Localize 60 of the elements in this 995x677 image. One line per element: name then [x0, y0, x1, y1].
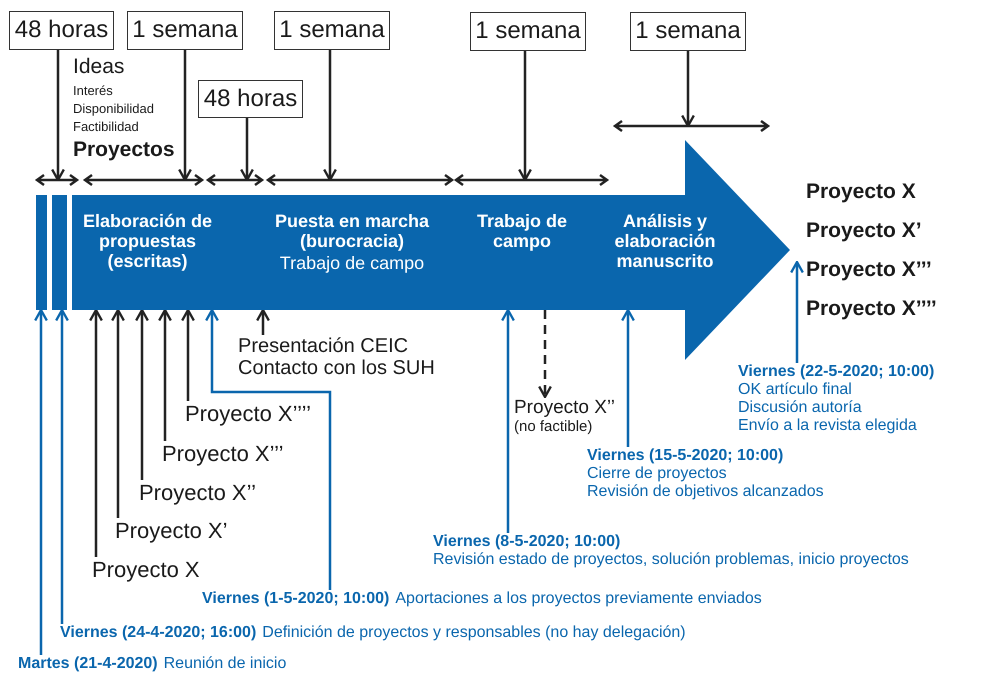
text-label: Proyecto X’’ — [514, 397, 616, 418]
arrow — [256, 308, 270, 335]
milestone-date: Viernes (24-4-2020; 16:00) — [60, 624, 256, 641]
project-label: Proyecto X’ — [806, 219, 922, 243]
phase-label: Análisis y elaboración manuscrito — [590, 195, 740, 310]
duration-box: 1 semana — [630, 12, 746, 51]
arrow — [181, 308, 195, 401]
arrow — [34, 308, 48, 655]
arrow — [621, 308, 635, 447]
arrow — [158, 308, 172, 441]
phase-note: Trabajo de campo — [278, 253, 426, 273]
milestone-note: Cierre de proyectos — [587, 465, 728, 483]
text-note: (no factible) — [514, 418, 594, 435]
arrow — [323, 50, 337, 182]
duration-box: 1 semana — [274, 11, 390, 50]
arrow — [681, 51, 695, 128]
milestone-date: Viernes (1-5-2020; 10:00) — [202, 590, 390, 607]
milestone-date: Viernes (22-5-2020; 10:00) — [738, 363, 934, 381]
duration-box: 1 semana — [127, 11, 243, 50]
milestone-note: Discusión autoría — [738, 399, 863, 417]
arrow — [178, 50, 192, 182]
heading-label: Ideas — [73, 55, 124, 79]
milestone-date: Martes (21-4-2020) — [18, 655, 158, 672]
project-label: Proyecto X — [806, 180, 916, 204]
arrow — [55, 308, 69, 624]
criterion-label: Disponibilidad — [73, 101, 154, 116]
duration-box: 48 horas — [9, 11, 114, 50]
milestone-date: Viernes (8-5-2020; 10:00) — [433, 533, 622, 551]
arrow — [111, 308, 125, 518]
arrow — [205, 308, 332, 590]
phase-bar — [52, 195, 67, 310]
milestone-note: Envío a la revista elegida — [738, 417, 918, 435]
milestone-note: Aportaciones a los proyectos previamente enviados — [395, 590, 762, 607]
milestone-note: Reunión de inicio — [164, 655, 286, 672]
arrow — [538, 310, 552, 398]
milestone-note: OK artículo final — [738, 381, 853, 399]
arrow — [135, 308, 149, 480]
phase-label: Puesta en marcha (burocracia) — [274, 211, 430, 251]
milestone-note: Revisión de objetivos alcanzados — [587, 483, 824, 501]
duration-box: 48 horas — [198, 80, 303, 118]
phase-label: Trabajo de campo — [467, 195, 577, 310]
criterion-label: Factibilidad — [73, 119, 139, 134]
criterion-label: Interés — [73, 83, 113, 98]
arrow — [51, 50, 65, 182]
milestone-note: Definición de proyectos y responsables (no hay delegación) — [262, 624, 686, 641]
arrow — [790, 260, 804, 363]
phase-label: Elaboración de propuestas (escritas) — [75, 195, 220, 310]
text-label: Presentación CEIC — [238, 335, 410, 357]
heading-label: Proyectos — [73, 138, 175, 162]
project-label: Proyecto X’’’ — [806, 258, 932, 282]
duration-box: 1 semana — [470, 12, 586, 51]
text-note: Contacto con los SUH — [238, 357, 435, 379]
phase-bar — [36, 195, 47, 310]
arrow — [501, 308, 515, 533]
arrow — [518, 51, 532, 182]
project-label: Proyecto X’’’’ — [806, 297, 937, 321]
arrow — [89, 308, 103, 557]
arrow — [240, 118, 254, 182]
milestone-date: Viernes (15-5-2020; 10:00) — [587, 447, 784, 465]
milestone-note: Revisión estado de proyectos, solución problemas, inicio proyectos — [433, 551, 909, 569]
